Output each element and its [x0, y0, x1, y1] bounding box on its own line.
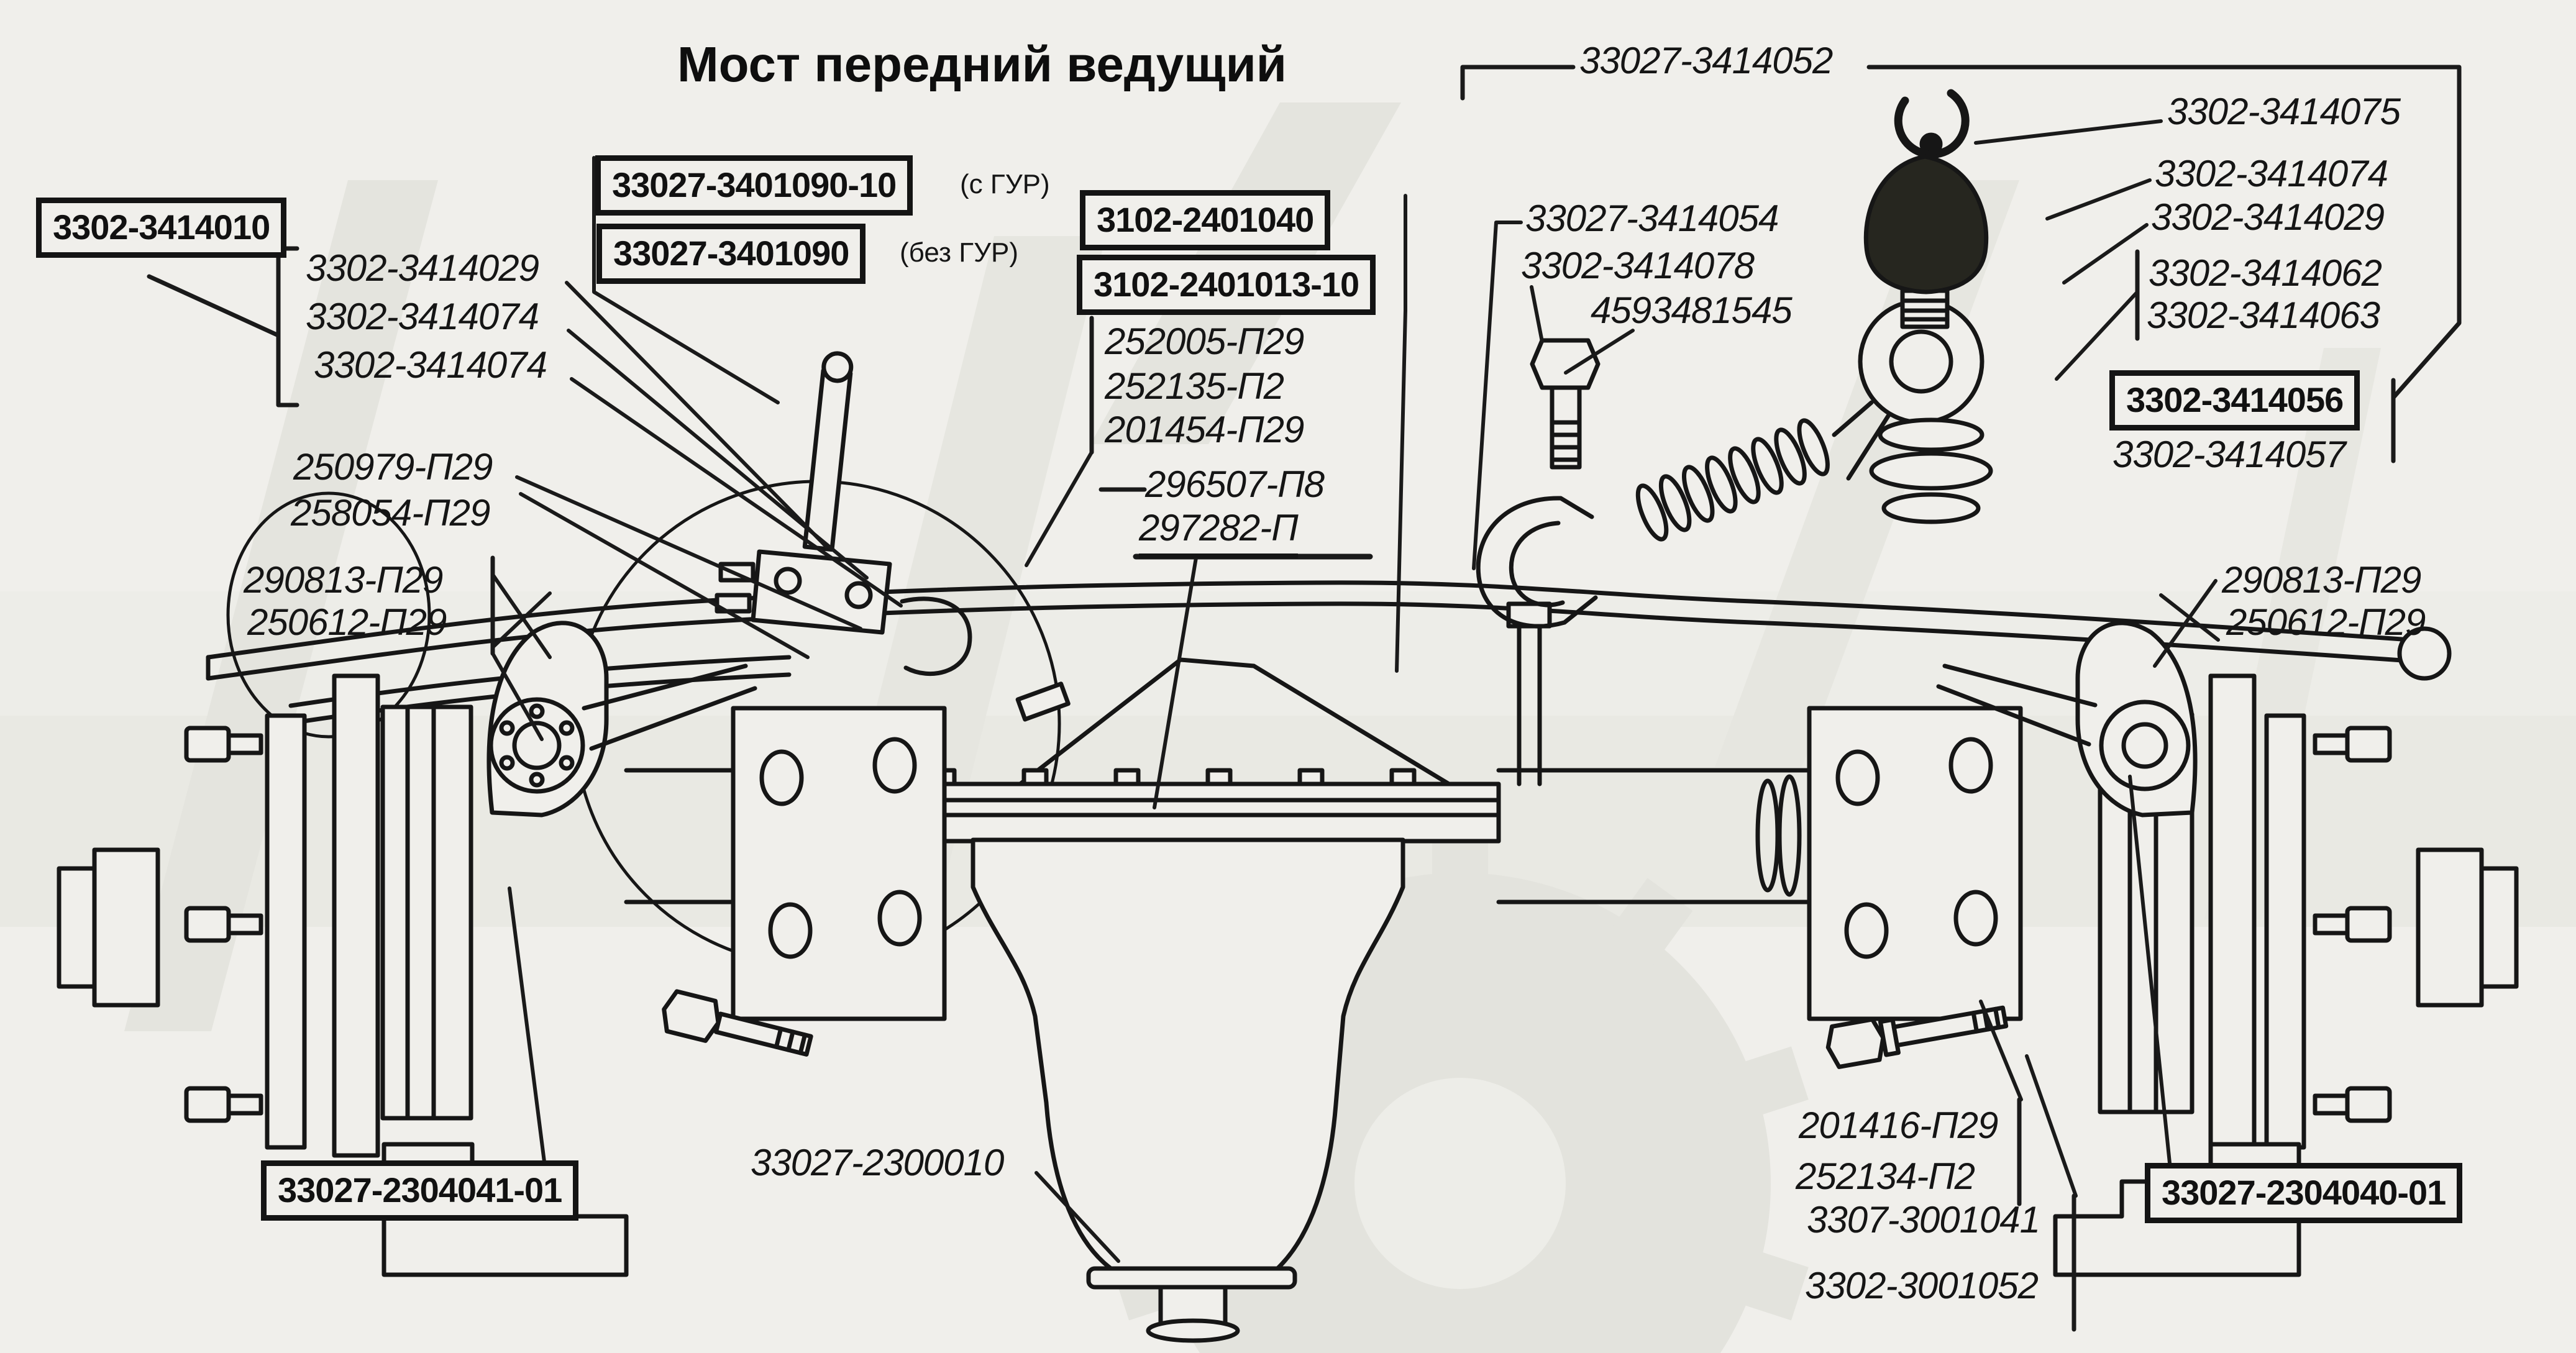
label-box-knuckle-right: 33027-2304040-01 [2145, 1163, 2463, 1223]
label-rod-1: 3302-3414062 [2149, 252, 2382, 294]
label-rod-nut-1: 252005-П29 [1105, 321, 1304, 362]
hex-bolt-part [1530, 338, 1601, 470]
axle-illustration [57, 89, 2519, 1343]
label-box-knuckle-left: 33027-2304041-01 [261, 1160, 579, 1221]
label-clamp-3: 4593481545 [1591, 289, 1793, 331]
axle-housing-center [624, 601, 2023, 1343]
label-rod-2: 3302-3414063 [2147, 294, 2380, 336]
bracket-left-parts [276, 246, 299, 408]
label-rod-nut-3: 201454-П29 [1105, 409, 1304, 450]
label-note-gur: (с ГУР) [960, 169, 1050, 199]
label-box-axle-assembly: 3302-3414010 [36, 198, 287, 258]
label-tie-rod-assembly-bracket: 33027-3414052 [1579, 40, 1833, 81]
label-box-steering-gear-gur: 33027-3401090-10 [595, 155, 913, 216]
label-clamp-1: 33027-3414054 [1525, 198, 1779, 239]
label-hub-left-1: 290813-П29 [244, 559, 443, 601]
rod-clamp-part [1476, 496, 1598, 629]
label-ring: 3302-3414075 [2167, 91, 2401, 132]
label-cotter-2: 297282-П [1139, 508, 1299, 558]
label-box-steering-gear: 33027-3401090 [596, 224, 866, 284]
bracket-33027-3414052 [1460, 65, 2462, 463]
label-clip: 3302-3414029 [2151, 196, 2385, 238]
label-shock-bolt-1: 201416-П29 [1799, 1105, 1998, 1146]
right-shock-bolt [1825, 1005, 2009, 1069]
callout-leader-lines [147, 65, 2462, 1332]
detail-balloon-left [226, 491, 431, 739]
right-hub-assembly [1936, 621, 2519, 1277]
damper-bracket-part [715, 351, 972, 676]
label-axle-housing: 33027-2300010 [751, 1142, 1004, 1183]
label-breather-2: 3302-3001052 [1805, 1265, 2039, 1306]
label-hub-right-2: 250612-П29 [2226, 601, 2426, 643]
left-small-bolt [662, 989, 813, 1057]
label-damper-bolt-2: 258054-П29 [291, 492, 490, 534]
label-clamp-2: 3302-3414078 [1521, 245, 1755, 286]
tie-rod-end-exploded [1635, 89, 1993, 542]
page-title: Мост передний ведущий [677, 37, 1287, 92]
label-damper-bolt-1: 250979-П29 [293, 446, 493, 488]
label-shock-bolt-2: 252134-П2 [1796, 1155, 1975, 1197]
label-note-no-gur: (без ГУР) [900, 237, 1019, 268]
label-hub-left-2: 250612-П29 [247, 601, 447, 643]
label-cotter-1: 296507-П8 [1145, 463, 1325, 505]
label-boot: 3302-3414074 [2155, 153, 2388, 194]
label-box-drag-link-2: 3102-2401013-10 [1077, 255, 1376, 315]
label-box-drag-link-1: 3102-2401040 [1080, 190, 1331, 250]
label-box-tie-rod-end: 3302-3414056 [2109, 370, 2360, 430]
label-rod-nut-2: 252135-П2 [1105, 365, 1284, 407]
label-left-part-1: 3302-3414029 [306, 247, 539, 289]
label-hub-right-1: 290813-П29 [2222, 559, 2421, 601]
label-left-part-3: 3302-3414074 [314, 344, 547, 386]
label-tie-rod-end-alt: 3302-3414057 [2112, 434, 2346, 475]
label-left-part-2: 3302-3414074 [306, 296, 539, 337]
label-breather-1: 3307-3001041 [1807, 1199, 2040, 1241]
